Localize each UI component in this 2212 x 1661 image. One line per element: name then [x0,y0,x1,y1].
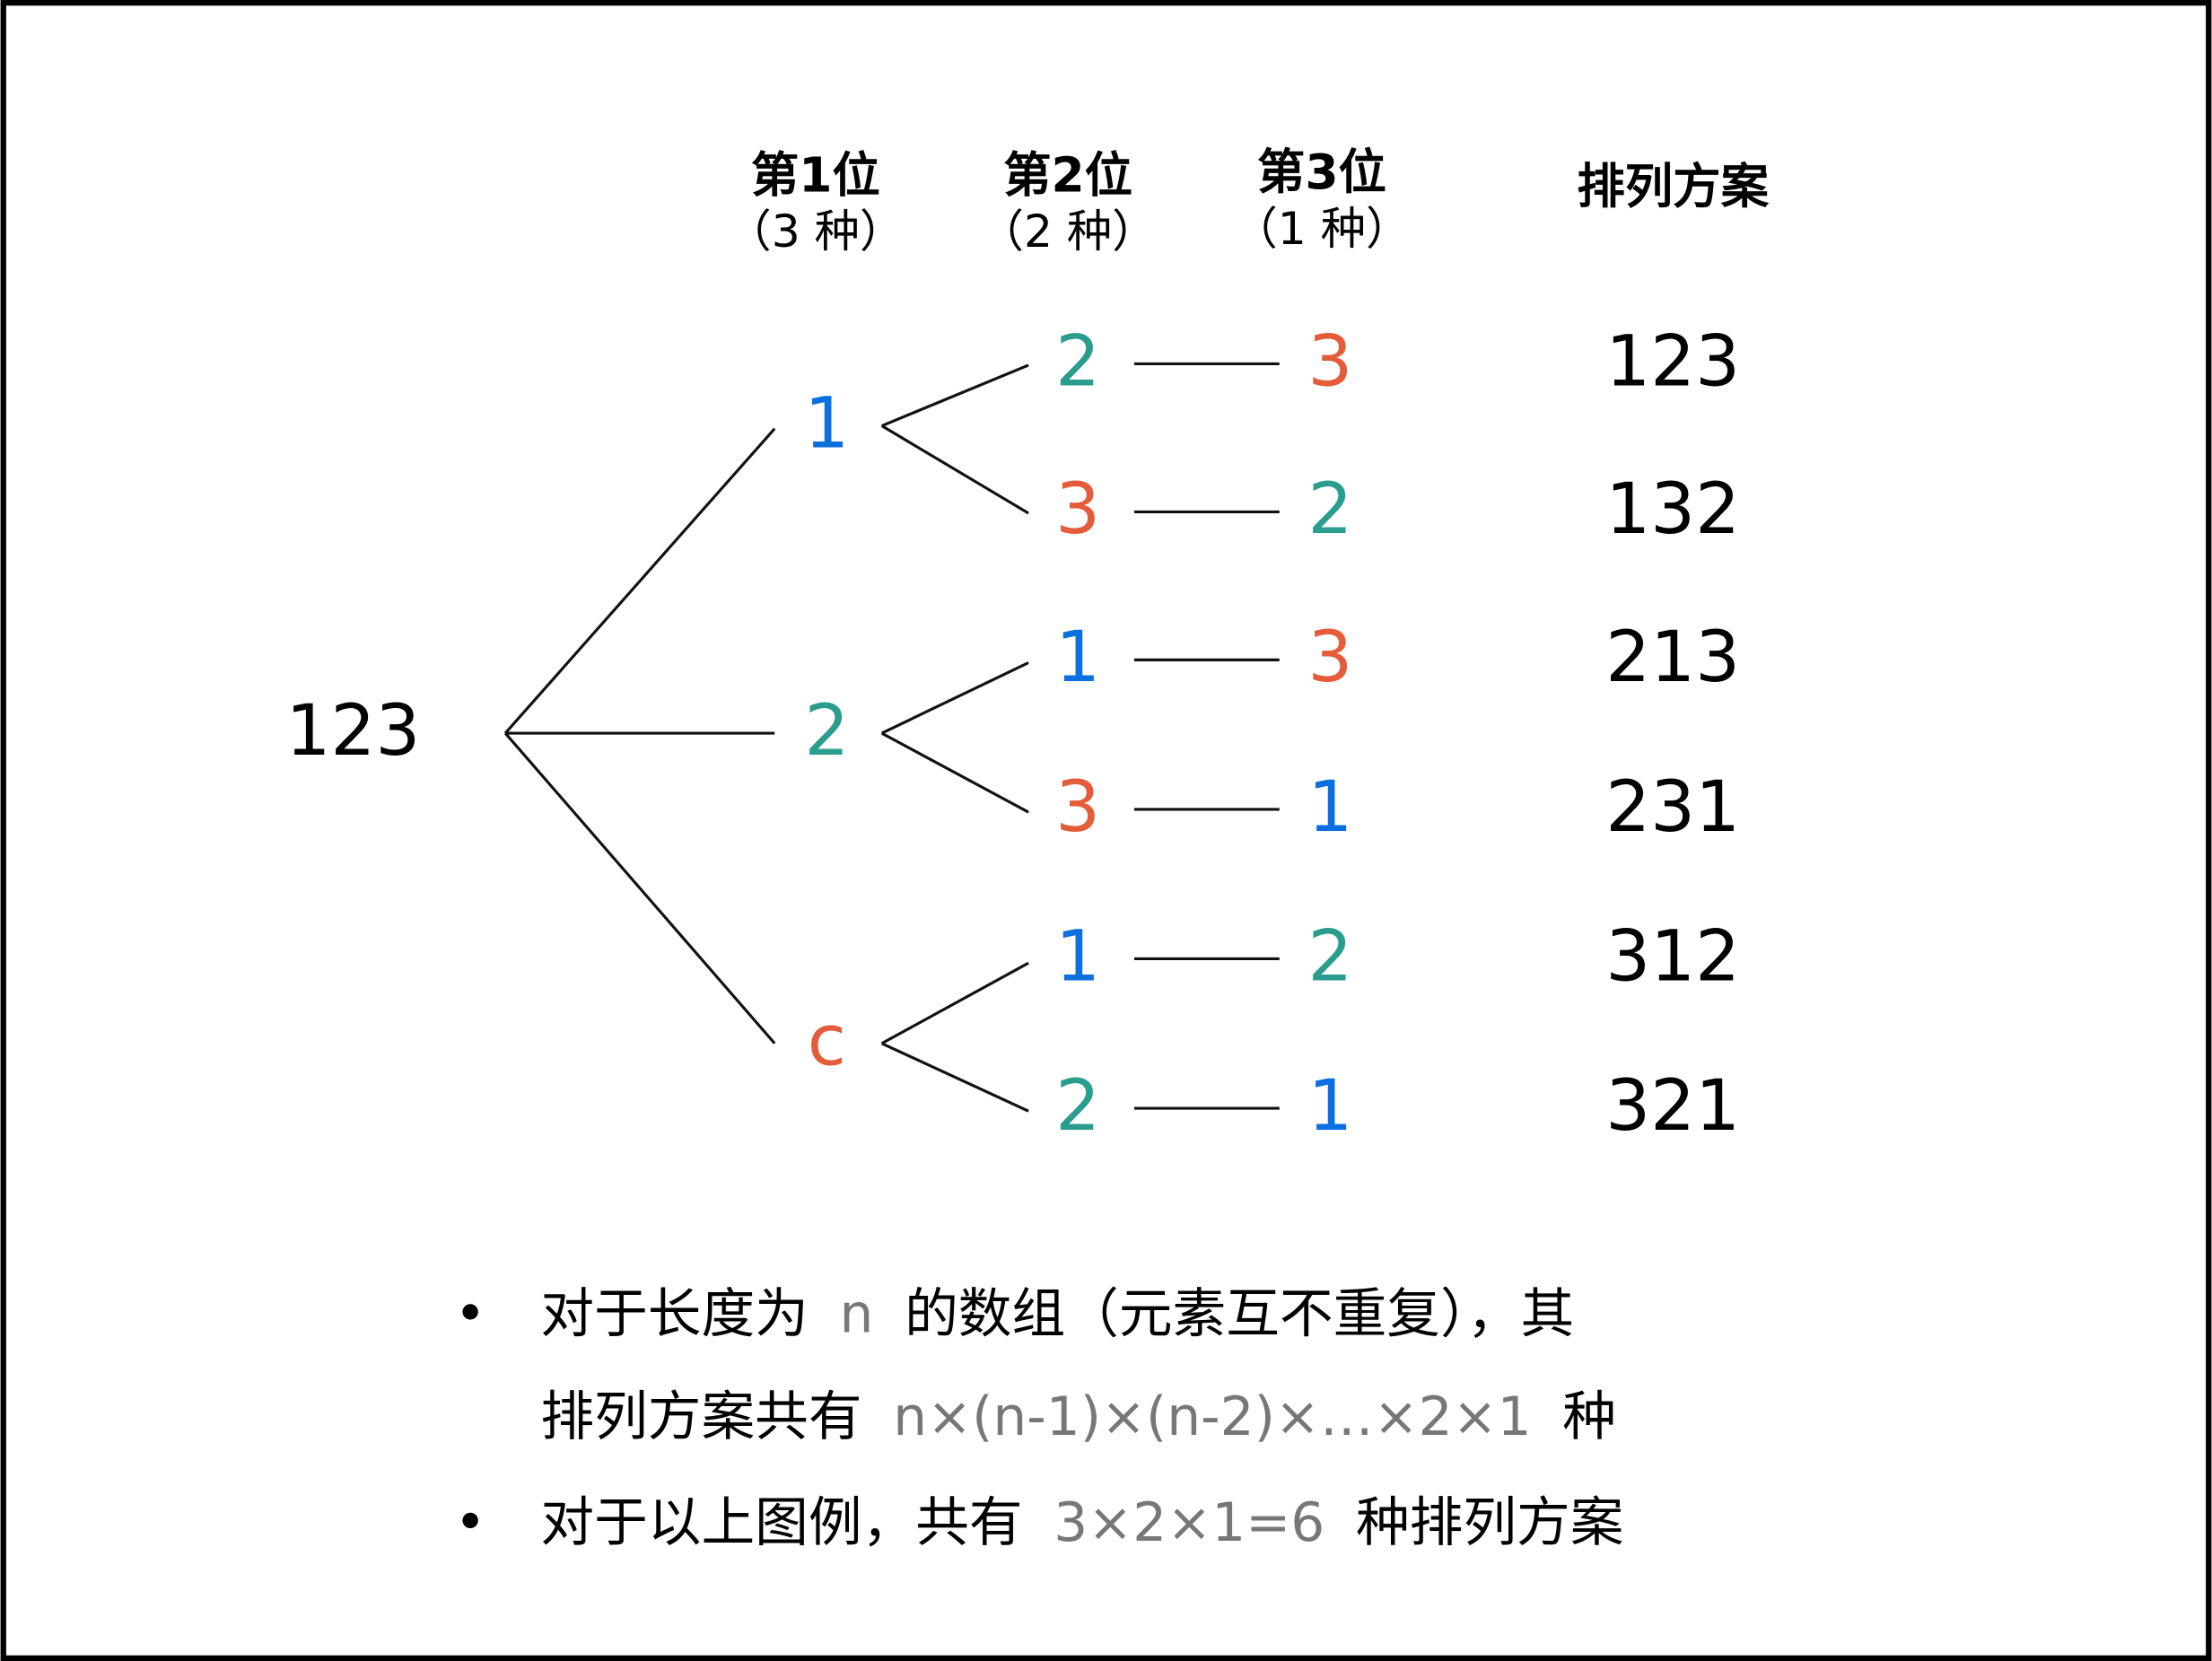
note-line-1: 对于长度为 n 的数组（元素互不重复），其 [540,1283,1574,1345]
header-position-2-count: （2 种） [979,205,1158,258]
note-text: 对于长度为 [540,1283,808,1345]
level2-node: 3 [1055,765,1100,848]
level3-node: 2 [1307,468,1352,550]
notes: • 对于长度为 n 的数组（元素互不重复），其 排列方案共有 n×(n-1)×(… [455,1283,1624,1554]
header-position-3: 第3位 [1257,144,1386,200]
branch-line [880,731,1029,814]
branch-line [880,961,1029,1045]
level1-node: 1 [804,381,849,464]
note-formula: n×(n-1)×(n-2)×…×2×1 [893,1386,1531,1448]
root-node: 123 [285,689,420,772]
note-text: 的数组（元素互不重复），其 [905,1283,1574,1345]
level2-node: 2 [1055,1064,1100,1147]
result-permutation: 213 [1605,616,1740,698]
result-permutation: 123 [1605,319,1740,402]
bullet: • [455,1283,486,1345]
header-position-1: 第1位 [751,146,880,203]
result-permutation: 312 [1605,914,1740,997]
level2-node: 2 [1055,319,1100,402]
level2-node: 1 [1055,616,1100,698]
branch-line [880,661,1029,735]
level2-node: 1 [1055,914,1100,997]
note-text: 对于以上图例，共有 [540,1492,1022,1554]
level3-node: 1 [1307,765,1352,848]
level3-node: 2 [1307,914,1352,997]
branch-line [881,363,1029,427]
note-text: 种 [1562,1386,1616,1448]
level1-node: c [808,1000,846,1082]
result-permutation: 231 [1605,765,1740,848]
level3-node: 3 [1307,616,1352,698]
column-headers: 第1位 （3 种） 第2位 （2 种） 第3位 （1 种） 排列方案 [726,144,1769,258]
bullet: • [455,1492,486,1554]
level3-node: 1 [1307,1064,1352,1147]
header-position-2: 第2位 [1003,146,1132,203]
note-text: 排列方案共有 [540,1386,861,1448]
level2-node: 3 [1055,468,1100,550]
header-results: 排列方案 [1577,158,1769,214]
note-formula: 3×2×1=6 [1054,1492,1325,1554]
note-text: 种排列方案 [1356,1492,1623,1554]
level3-node: 3 [1307,319,1352,402]
note-line-3: 对于以上图例，共有 3×2×1=6 种排列方案 [540,1492,1623,1554]
branch-line [880,424,1029,515]
branch-line [503,427,776,735]
result-permutation: 132 [1605,468,1740,550]
header-position-3-count: （1 种） [1233,202,1412,255]
branch-line [881,1042,1029,1113]
result-permutation: 321 [1605,1064,1740,1147]
header-position-1-count: （3 种） [726,205,905,258]
branch-line [503,732,776,1045]
note-variable-n: n [840,1283,874,1345]
level1-node: 2 [804,689,849,772]
note-line-2: 排列方案共有 n×(n-1)×(n-2)×…×2×1 种 [540,1386,1616,1448]
